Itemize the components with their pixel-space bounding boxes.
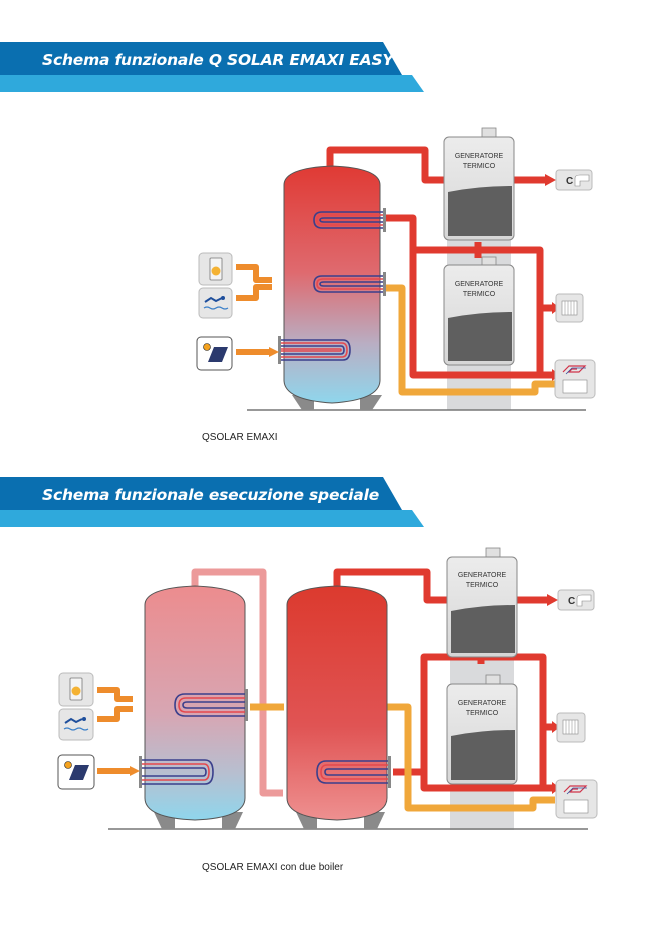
radiator-icon bbox=[555, 293, 584, 323]
arrow-solar bbox=[130, 766, 140, 776]
diagram-qsolar-emaxi: GENERATORE TERMICO GENERATORE TERMICO C bbox=[196, 127, 596, 411]
generator-label-2: TERMICO bbox=[466, 710, 499, 717]
return-pipe bbox=[386, 284, 555, 396]
solar-panel-icon bbox=[196, 336, 233, 371]
svg-text:C: C bbox=[568, 596, 575, 607]
generator-label-1: GENERATORE bbox=[455, 281, 504, 288]
section-1-title: Schema funzionale Q SOLAR EMAXI EASY bbox=[42, 51, 394, 69]
banner-shape bbox=[0, 42, 424, 92]
underfloor-heating-icon bbox=[555, 779, 598, 819]
swimming-pool-icon bbox=[58, 708, 94, 741]
tank-link-pipe bbox=[191, 568, 283, 797]
heat-generator-upper: GENERATORE TERMICO bbox=[443, 127, 515, 241]
storage-tank bbox=[283, 165, 382, 410]
upper-coil bbox=[313, 208, 386, 232]
tank-a-solar-coil bbox=[139, 756, 214, 788]
arrow-dhw bbox=[547, 594, 558, 606]
section-1-banner: Schema funzionale Q SOLAR EMAXI EASY bbox=[0, 42, 430, 92]
radiator-icon bbox=[556, 712, 586, 743]
return-pipes bbox=[250, 703, 555, 812]
solar-coil bbox=[278, 336, 351, 364]
swimming-pool-icon bbox=[198, 287, 233, 319]
arrow-radiator bbox=[552, 721, 560, 733]
hot-water-tap-icon: C bbox=[557, 589, 595, 611]
diagram-two-boilers: GENERATORE TERMICO GENERATORE TERMICO C bbox=[57, 547, 598, 830]
tank-b-coil bbox=[316, 756, 391, 788]
hot-water-tap-icon: C bbox=[555, 169, 593, 191]
hot-water-pipes bbox=[326, 146, 553, 379]
heat-generator-lower: GENERATORE TERMICO bbox=[443, 256, 515, 366]
section-1-caption: QSOLAR EMAXI bbox=[202, 432, 278, 443]
solar-panel-icon bbox=[57, 754, 95, 790]
underfloor-heating-icon bbox=[554, 359, 596, 399]
heat-generator-lower: GENERATORE TERMICO bbox=[446, 674, 518, 785]
tank-a-upper-coil bbox=[174, 689, 248, 721]
banner-shape bbox=[0, 477, 424, 527]
section-2-caption: QSOLAR EMAXI con due boiler bbox=[202, 862, 344, 873]
middle-coil bbox=[313, 272, 386, 296]
boiler-sun-icon bbox=[198, 252, 233, 286]
source-pipes bbox=[236, 264, 272, 355]
svg-text:C: C bbox=[566, 176, 573, 187]
heat-generator-upper: GENERATORE TERMICO bbox=[446, 547, 518, 658]
source-pipes bbox=[97, 687, 133, 774]
hot-water-storage-tank bbox=[286, 585, 388, 829]
generator-label-2: TERMICO bbox=[466, 582, 499, 589]
arrow-solar bbox=[269, 347, 279, 357]
section-2-banner: Schema funzionale esecuzione speciale bbox=[0, 477, 430, 527]
generator-label-2: TERMICO bbox=[463, 163, 496, 170]
generator-label-1: GENERATORE bbox=[458, 700, 507, 707]
arrow-dhw bbox=[545, 174, 556, 186]
generator-label-1: GENERATORE bbox=[458, 572, 507, 579]
generator-label-1: GENERATORE bbox=[455, 153, 504, 160]
solar-storage-tank bbox=[144, 585, 246, 829]
boiler-sun-icon bbox=[58, 672, 94, 707]
section-2-title: Schema funzionale esecuzione speciale bbox=[42, 486, 380, 504]
generator-label-2: TERMICO bbox=[463, 291, 496, 298]
